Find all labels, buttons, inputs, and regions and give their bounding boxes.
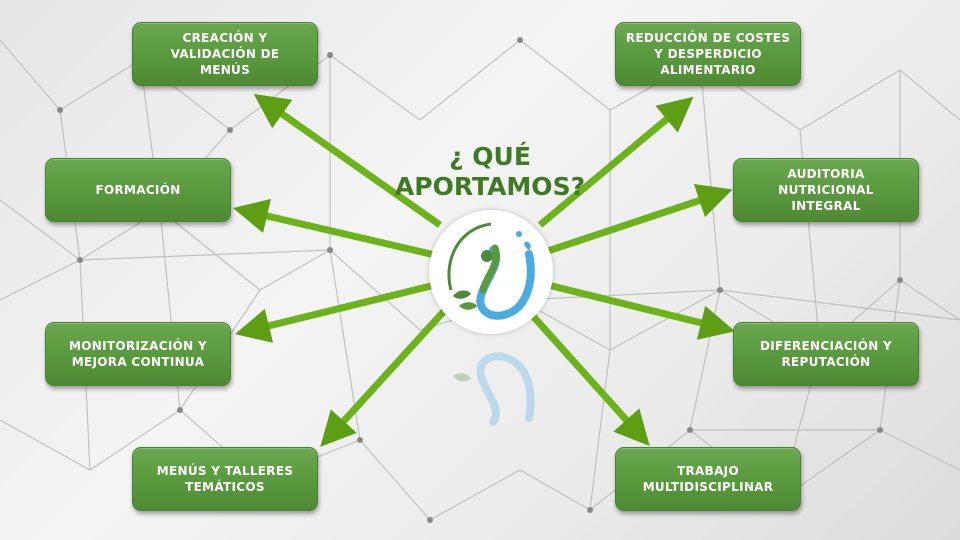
box-formacion: FORMACIÓN <box>45 158 231 222</box>
logo <box>429 210 553 334</box>
box-monitorizacion: MONITORIZACIÓN Y MEJORA CONTINUA <box>45 322 231 386</box>
box-menus-talleres: MENÚS Y TALLERES TEMÁTICOS <box>132 447 318 511</box>
leaf-water-figure-logo-icon <box>447 222 535 320</box>
box-reduccion-costes: REDUCCIÓN DE COSTES Y DESPERDICIO ALIMEN… <box>615 22 801 86</box>
box-creacion-validacion-menus: CREACIÓN Y VALIDACIÓN DE MENÚS <box>132 22 318 86</box>
logo-reflection <box>429 338 553 462</box>
box-diferenciacion: DIFERENCIACIÓN Y REPUTACIÓN <box>733 322 919 386</box>
logo-reflection-icon <box>453 352 535 426</box>
arrows <box>232 93 735 447</box>
diagram-title: ¿ QUÉ APORTAMOS? <box>394 142 586 201</box>
box-trabajo-multidisciplinar: TRABAJO MULTIDISCIPLINAR <box>615 447 801 511</box>
box-auditoria-nutricional: AUDITORIA NUTRICIONAL INTEGRAL <box>733 158 919 222</box>
